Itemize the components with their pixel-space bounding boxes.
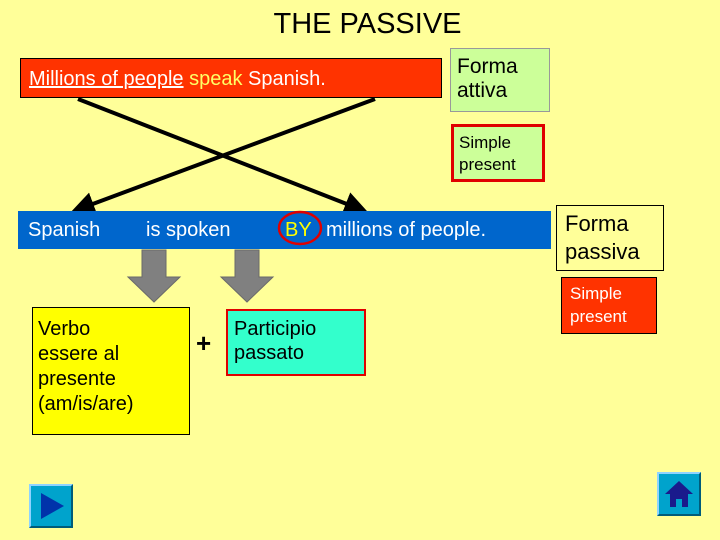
tense-top-line1: Simple: [459, 133, 511, 152]
passive-subject: Spanish: [28, 219, 101, 241]
forma-passiva-box: Forma passiva: [556, 205, 664, 271]
tense-box-top: Simple present: [451, 124, 545, 182]
home-button[interactable]: [657, 472, 701, 516]
active-object: Spanish.: [248, 68, 326, 90]
active-verb: speak: [189, 68, 243, 90]
tense-bottom-line1: Simple: [570, 284, 622, 303]
page-title: THE PASSIVE: [273, 8, 462, 40]
forma-passiva-line2: passiva: [565, 239, 640, 264]
active-sentence-box: Millions of people speak Spanish.: [20, 58, 442, 98]
down-arrow-right: [219, 249, 275, 303]
cross-line-left: [77, 97, 369, 215]
verbo-line4: (am/is/are): [38, 393, 134, 415]
forma-attiva-line1: Forma: [457, 55, 518, 78]
verbo-line2: essere al: [38, 343, 120, 365]
forma-passiva-line1: Forma: [565, 211, 629, 236]
by-circle: [277, 210, 323, 246]
tense-bottom-line2: present: [570, 307, 627, 326]
participio-passato-box: Participio passato: [226, 309, 366, 376]
verbo-line1: Verbo: [38, 318, 91, 340]
cross-line-right: [70, 97, 376, 216]
down-arrow-left: [126, 249, 182, 303]
verbo-essere-box: Verbo essere al presente (am/is/are): [32, 307, 190, 435]
play-arrow-icon: [41, 493, 64, 519]
verbo-line3: presente: [38, 368, 116, 390]
tense-top-line2: present: [459, 155, 516, 174]
next-slide-button[interactable]: [29, 484, 73, 528]
passive-verb: is spoken: [146, 219, 231, 241]
participio-line1: Participio: [234, 318, 317, 340]
passive-agent: millions of people.: [326, 219, 487, 241]
plus-sign: +: [196, 328, 212, 358]
forma-attiva-line2: attiva: [457, 79, 508, 102]
forma-attiva-box: Forma attiva: [450, 48, 550, 112]
home-icon: [665, 481, 693, 507]
participio-line2: passato: [234, 342, 305, 364]
tense-box-bottom: Simple present: [561, 277, 657, 334]
active-subject: Millions of people: [29, 68, 184, 90]
passive-by: BY: [285, 219, 312, 241]
